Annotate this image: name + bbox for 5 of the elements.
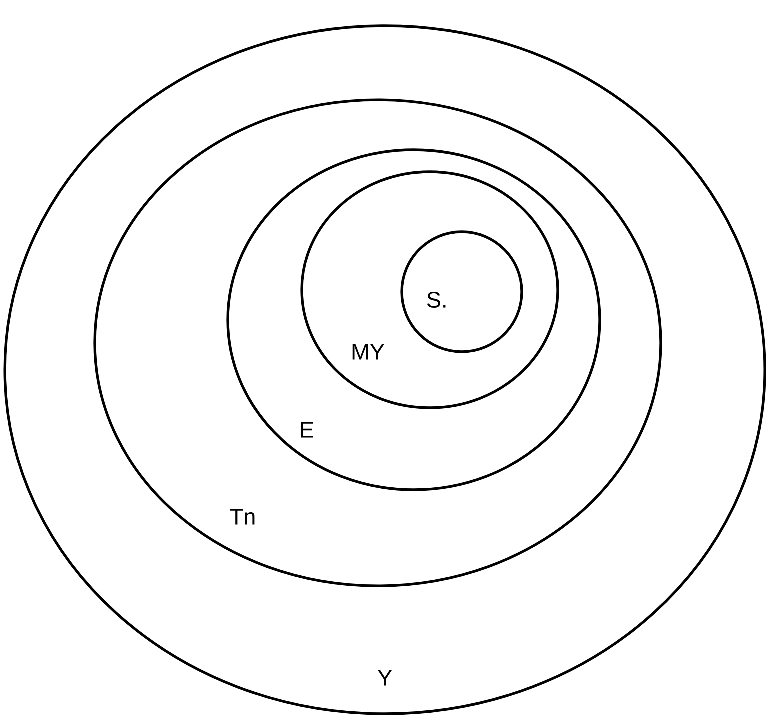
ring-label: MY <box>352 344 384 360</box>
ring-label: Y <box>378 670 392 686</box>
ring-label: E <box>301 422 314 438</box>
ring-label: Tn <box>230 509 255 525</box>
ring-label: S. <box>427 292 446 308</box>
